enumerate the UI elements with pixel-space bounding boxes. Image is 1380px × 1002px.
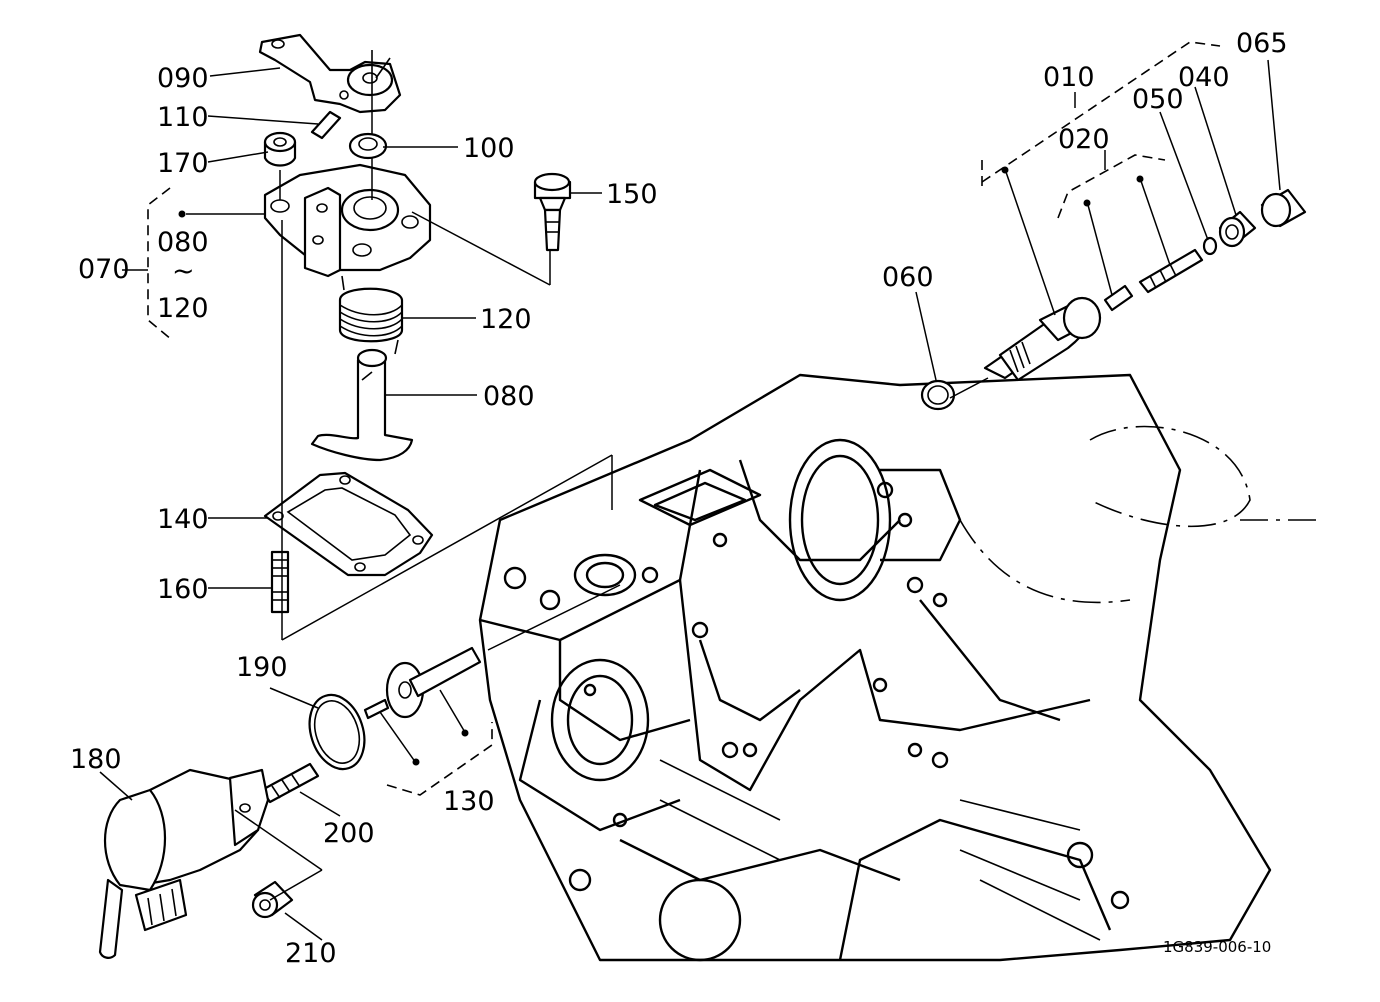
pin-110 bbox=[310, 110, 342, 140]
stud-160 bbox=[270, 550, 290, 614]
engine-block bbox=[478, 373, 1320, 962]
label-065: 065 bbox=[1236, 28, 1288, 59]
label-140: 140 bbox=[157, 504, 209, 535]
part-labels: 090 110 170 100 150 080 ~ 120 070 120 08… bbox=[70, 28, 1288, 969]
label-090: 090 bbox=[157, 63, 209, 94]
label-180: 180 bbox=[70, 744, 122, 775]
label-020: 020 bbox=[1058, 124, 1110, 155]
spring-120 bbox=[338, 275, 404, 355]
label-200: 200 bbox=[323, 818, 375, 849]
label-120: 120 bbox=[480, 304, 532, 335]
drawing-code: 1G839-006-10 bbox=[1163, 938, 1271, 956]
label-040: 040 bbox=[1178, 62, 1230, 93]
label-190: 190 bbox=[236, 652, 288, 683]
group-brackets bbox=[147, 41, 1221, 796]
solenoid-180 bbox=[98, 768, 270, 959]
label-group-from: 080 bbox=[157, 227, 209, 258]
label-100: 100 bbox=[463, 133, 515, 164]
housing-070 bbox=[263, 163, 432, 278]
nut-040 bbox=[1218, 210, 1257, 248]
label-110: 110 bbox=[157, 102, 209, 133]
bushing-170 bbox=[263, 131, 297, 167]
label-050: 050 bbox=[1132, 84, 1184, 115]
nut-210 bbox=[251, 880, 294, 919]
stud-200 bbox=[260, 762, 320, 804]
shaft-080 bbox=[310, 348, 414, 462]
oring-060 bbox=[920, 379, 956, 411]
bolt-150 bbox=[533, 172, 572, 252]
cap-065 bbox=[1260, 188, 1307, 228]
lever-090 bbox=[258, 33, 402, 114]
leader-lines bbox=[99, 59, 1281, 941]
label-080: 080 bbox=[483, 381, 535, 412]
label-010: 010 bbox=[1043, 62, 1095, 93]
label-210: 210 bbox=[285, 938, 337, 969]
label-160: 160 bbox=[157, 574, 209, 605]
label-130: 130 bbox=[443, 786, 495, 817]
seal-100 bbox=[348, 132, 388, 160]
label-170: 170 bbox=[157, 148, 209, 179]
label-150: 150 bbox=[606, 179, 658, 210]
label-070: 070 bbox=[78, 254, 130, 285]
alignment-lines bbox=[234, 96, 989, 901]
label-060: 060 bbox=[882, 262, 934, 293]
label-group-to: 120 bbox=[157, 293, 209, 324]
solenoid-010 bbox=[983, 296, 1102, 382]
gasket-140 bbox=[263, 471, 434, 577]
plunger-130 bbox=[363, 646, 482, 720]
oring-190 bbox=[308, 693, 366, 771]
plunger-020 bbox=[1103, 248, 1204, 312]
label-group-tilde: ~ bbox=[172, 256, 195, 287]
ring-050 bbox=[1202, 236, 1218, 256]
